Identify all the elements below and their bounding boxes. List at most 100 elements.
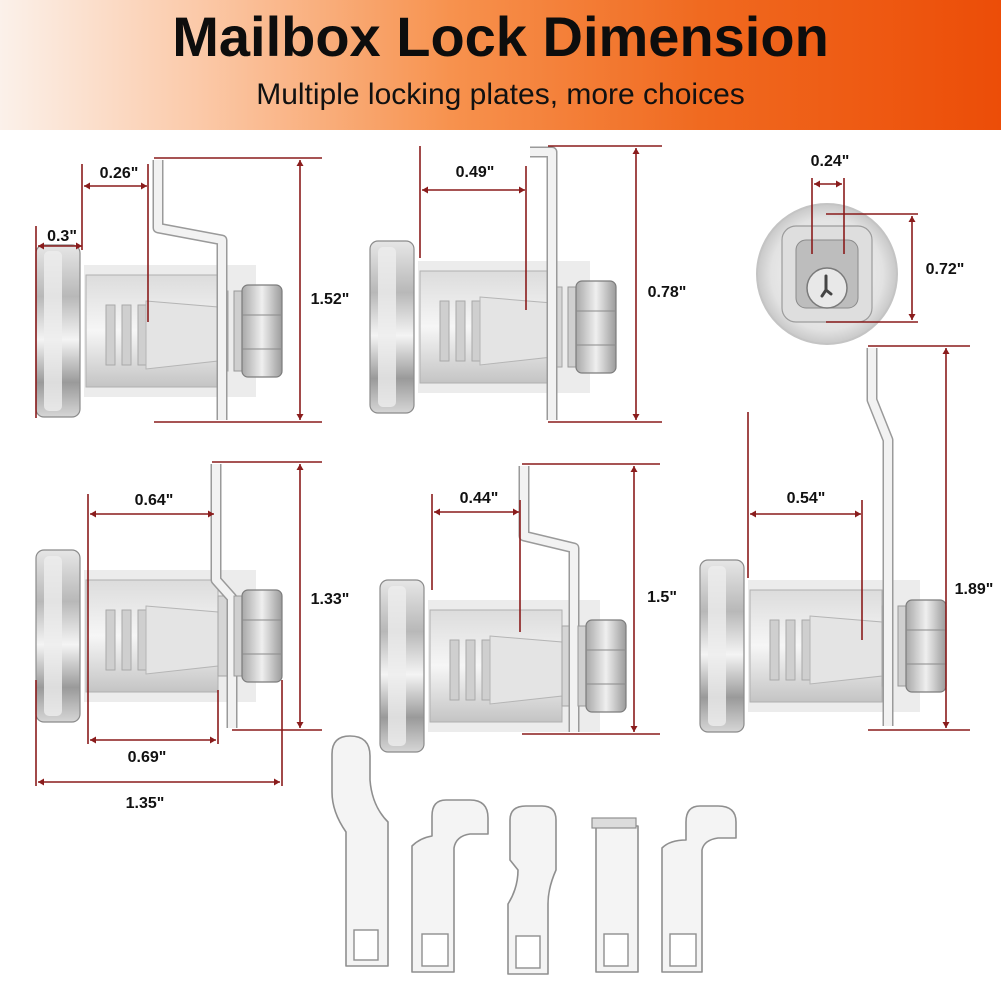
plate-4-slot [603,933,629,967]
lock-4-face-highlight [44,556,62,716]
keyface-height-dim [908,216,916,320]
keyface-height-dim-arrow [908,314,916,320]
lock-1-plate [154,160,226,420]
lock-1 [35,160,283,420]
lock1-tail-dim [84,182,147,190]
lock6-height-dim-arrow [942,348,950,354]
lock-2-nut [575,280,617,374]
lock4-tail-dim-arrow [90,510,96,518]
lock6-height-dim-arrow [942,722,950,728]
header-banner: Mailbox Lock Dimension Multiple locking … [0,0,1001,130]
plate-5-slot [669,933,697,967]
lock2-tail-label: 0.49" [456,164,495,181]
lock-1-groove [105,304,116,366]
lock6-height-label: 1.89" [955,581,994,598]
lock1-height-dim-arrow [296,414,304,420]
lock5-tail-dim-arrow [513,508,519,516]
lock6-tail-dim-arrow [750,510,756,518]
plate-1-slot [353,929,379,961]
dimension-labels: 0.3" 0.26" 1.52" 0.49" 0.78" 0.24" 0.72"… [47,153,993,812]
lock4-tail-dim-arrow [208,510,214,518]
lock-6-washer [897,605,907,687]
lock5-height-dim [630,466,638,732]
lock4-height-dim-arrow [296,464,304,470]
lock4-height-dim [296,464,304,728]
plate-3-slot [515,935,541,969]
plate-2-slot [421,933,449,967]
lock-4-groove [121,609,132,671]
keyface-width-dim-arrow [814,180,820,188]
lock2-height-dim-arrow [632,148,640,154]
lock1-tail-dim-arrow [84,182,90,190]
plate-2-body [411,799,489,973]
lock-2-washer [567,286,577,368]
keyface-slot-height-label: 0.72" [926,261,965,278]
lock-6-cam-shaft [809,615,883,685]
lock5-tail-dim-arrow [434,508,440,516]
lock-5-groove [465,639,476,701]
lock-1-groove [121,304,132,366]
lock-6-face-highlight [708,566,726,726]
locking-plates-illustration [331,735,737,975]
lock-6-nut [905,599,947,693]
lock4-body-dim [90,736,216,744]
lock1-tail-label: 0.26" [100,165,139,182]
lock2-height-dim [632,148,640,420]
keyhole-icon [820,274,833,298]
plate-5-body [661,805,737,973]
lock1-height-label: 1.52" [311,291,350,308]
lock4-tail-label: 0.64" [135,492,174,509]
lock-1-washer [233,290,243,372]
lock4-body-dim-arrow [90,736,96,744]
lock-4-plate [212,464,236,728]
lock-1-face-highlight [44,251,62,411]
lock-4-groove [105,609,116,671]
lock-2 [369,146,617,420]
lock6-tail-label: 0.54" [787,490,826,507]
lock-4 [35,464,283,728]
lock4-overall-dim-arrow [38,778,44,786]
lock-1-cam-shaft [145,300,219,370]
lock-2-cam-shaft [479,296,553,366]
lock-illustrations [35,146,947,753]
lock-4-nut [241,589,283,683]
plate-5 [661,805,737,973]
lock-5-nut [585,619,627,713]
lock5-tail-dim [434,508,519,516]
plate-3 [507,805,557,975]
lock1-face-dim [38,242,82,250]
key-face-illustration [756,203,898,345]
lock6-tail-dim [750,510,861,518]
lock-6-groove [769,619,780,681]
lock-6-groove [785,619,796,681]
lock6-tail-dim-arrow [855,510,861,518]
lock2-tail-dim-arrow [422,186,428,194]
lock2-height-label: 0.78" [648,284,687,301]
lock4-height-label: 1.33" [311,591,350,608]
lock-2-groove [439,300,450,362]
lock-1-nut [241,284,283,378]
lock-2-face-highlight [378,247,396,407]
lock4-tail-dim [90,510,214,518]
lock-5 [379,466,627,753]
plate-1 [331,735,389,967]
lock-2-groove [455,300,466,362]
lock-4-washer [233,595,243,677]
lock-4-cam-shaft [145,605,219,675]
keyface-height-dim-arrow [908,216,916,222]
lock1-face-dim-arrow [38,242,44,250]
lock5-height-dim-arrow [630,726,638,732]
lock4-overall-dim-arrow [274,778,280,786]
lock4-height-dim-arrow [296,722,304,728]
lock5-height-label: 1.5" [647,589,677,606]
lock5-height-dim-arrow [630,466,638,472]
lock4-body-dim-arrow [210,736,216,744]
lock-2-plate [530,148,556,420]
lock2-tail-dim-arrow [519,186,525,194]
plate-3-body [507,805,557,975]
lock1-height-dim-arrow [296,160,304,166]
lock-5-groove [449,639,460,701]
lock-5-face-highlight [388,586,406,746]
lock4-body-length-label: 0.69" [128,749,167,766]
